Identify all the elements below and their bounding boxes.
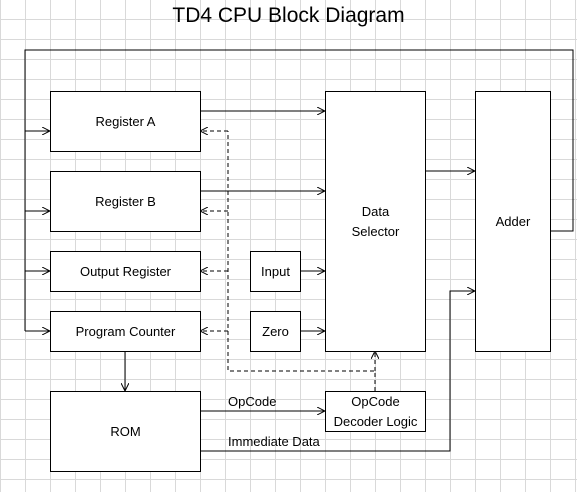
register-b-label: Register B [95, 193, 156, 209]
immediate-data-signal-label: Immediate Data [228, 434, 320, 449]
rom-block: ROM [50, 391, 201, 472]
input-block: Input [250, 251, 301, 292]
opcode-decoder-label-line1: OpCode [351, 393, 400, 409]
register-a-label: Register A [95, 113, 156, 129]
zero-block: Zero [250, 311, 301, 352]
input-label: Input [261, 263, 290, 279]
adder-label: Adder [495, 213, 531, 229]
data-selector-label-line2: Selector [351, 223, 400, 239]
opcode-decoder-block: OpCode Decoder Logic [325, 391, 426, 432]
register-b-block: Register B [50, 171, 201, 232]
register-a-block: Register A [50, 91, 201, 152]
feedback-bus [24, 49, 574, 331]
program-counter-label: Program Counter [75, 323, 176, 339]
output-register-label: Output Register [79, 263, 172, 279]
zero-label: Zero [262, 323, 289, 339]
data-selector-block: Data Selector [325, 91, 426, 352]
opcode-decoder-label-line2: Decoder Logic [333, 413, 418, 429]
rom-label: ROM [110, 423, 141, 439]
data-selector-label-line1: Data [361, 203, 390, 219]
output-register-block: Output Register [50, 251, 201, 292]
program-counter-block: Program Counter [50, 311, 201, 352]
immediate-data-line [200, 291, 475, 452]
opcode-signal-label: OpCode [228, 394, 277, 409]
adder-block: Adder [475, 91, 551, 352]
control-bus [227, 131, 376, 391]
diagram-title: TD4 CPU Block Diagram [172, 4, 405, 27]
